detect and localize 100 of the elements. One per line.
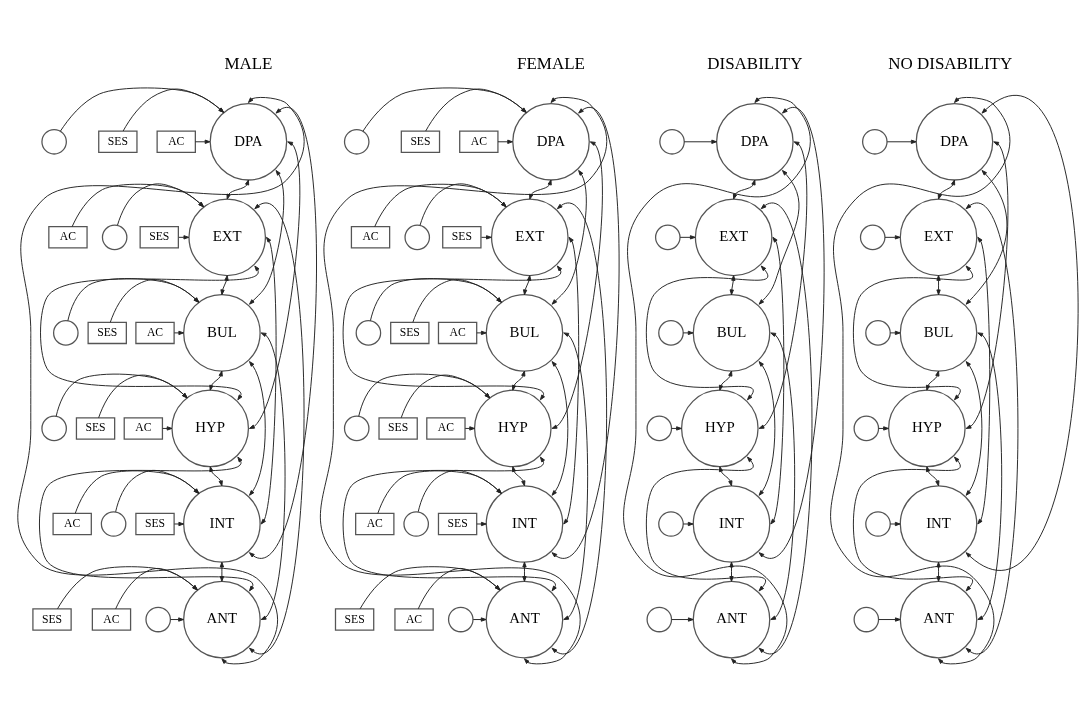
node-circle: INT	[692, 485, 771, 563]
node-circle: ANT	[899, 580, 978, 659]
arrow	[122, 88, 225, 132]
node-box: AC	[48, 226, 88, 249]
arrow	[57, 566, 198, 610]
label: NO DISABILITY	[888, 54, 1013, 74]
label: MALE	[224, 54, 273, 74]
node-circle	[865, 320, 891, 346]
arrow	[852, 456, 974, 592]
arrow	[886, 139, 917, 144]
node-circle	[41, 128, 67, 155]
arrow	[770, 332, 796, 621]
node-box: SES	[87, 321, 127, 345]
arrow	[40, 265, 260, 401]
arrow	[359, 566, 501, 610]
arrow	[209, 466, 223, 487]
arrow	[965, 203, 1019, 654]
node-circle	[654, 224, 681, 251]
node-circle	[355, 320, 382, 346]
arrow	[419, 183, 507, 226]
arrow	[425, 88, 527, 132]
node-circle: DPA	[915, 102, 994, 181]
node-box: AC	[355, 512, 395, 536]
arrow	[563, 332, 589, 621]
arrow	[965, 361, 983, 496]
node-box: AC	[123, 417, 164, 440]
arrow	[358, 373, 491, 417]
node-circle	[658, 511, 684, 537]
arrow	[115, 469, 200, 513]
node-circle	[853, 415, 880, 442]
node-box: SES	[135, 512, 175, 536]
arrow	[38, 456, 255, 592]
node-circle: ANT	[183, 580, 261, 659]
arrow	[671, 617, 694, 622]
node-box: SES	[75, 417, 116, 440]
node-box: SES	[32, 608, 72, 631]
arrow	[173, 330, 185, 336]
node-circle: DPA	[512, 102, 590, 181]
node-circle	[100, 511, 127, 537]
node-circle	[101, 224, 128, 251]
arrow	[400, 374, 491, 419]
arrow	[115, 567, 198, 610]
node-box: SES	[98, 130, 138, 154]
arrow	[369, 278, 502, 322]
arrow	[173, 521, 185, 527]
arrow	[965, 94, 1079, 571]
node-box: AC	[394, 608, 434, 631]
node-circle	[646, 606, 673, 633]
node-box: AC	[459, 130, 499, 154]
arrow	[682, 330, 694, 336]
arrow	[679, 235, 696, 240]
arrow	[374, 183, 507, 228]
node-box: AC	[437, 321, 478, 345]
arrow	[342, 265, 563, 401]
arrow	[209, 370, 223, 391]
node-circle: HYP	[680, 389, 759, 468]
arrow	[249, 141, 301, 429]
node-circle: HYP	[888, 389, 966, 468]
node-circle	[343, 415, 370, 442]
node-circle: BUL	[899, 294, 978, 372]
arrow	[117, 183, 204, 226]
arrow	[249, 203, 305, 654]
arrow	[417, 469, 502, 513]
node-circle	[646, 415, 673, 442]
node-circle	[403, 511, 430, 537]
arrow	[718, 466, 733, 487]
node-box: AC	[350, 226, 391, 249]
node-circle: INT	[899, 485, 978, 563]
arrow	[342, 456, 557, 592]
arrow	[645, 456, 767, 592]
arrow	[74, 470, 200, 514]
arrow	[476, 330, 487, 336]
arrow	[551, 141, 603, 429]
node-box: AC	[91, 608, 132, 631]
arrow	[529, 179, 552, 200]
arrow	[476, 521, 487, 527]
arrow	[219, 561, 225, 582]
arrow	[511, 466, 526, 487]
arrow	[884, 235, 901, 240]
arrow	[249, 108, 317, 558]
arrow	[563, 236, 580, 525]
arrow	[511, 370, 526, 391]
arrow	[889, 330, 901, 336]
node-circle	[658, 320, 684, 346]
node-circle: ANT	[692, 580, 771, 659]
node-circle	[659, 128, 685, 155]
node-circle: ANT	[485, 580, 564, 659]
arrow	[925, 466, 940, 487]
node-box: SES	[442, 226, 482, 249]
arrow	[551, 361, 569, 496]
node-circle	[853, 606, 880, 633]
arrow	[377, 470, 502, 514]
arrow	[758, 108, 825, 558]
node-box: SES	[400, 130, 441, 154]
node-box: AC	[135, 321, 175, 345]
arrow	[194, 139, 211, 144]
label: DISABILITY	[707, 54, 803, 74]
node-box: AC	[426, 417, 466, 440]
node-circle: DPA	[209, 102, 288, 181]
node-circle	[862, 128, 888, 155]
